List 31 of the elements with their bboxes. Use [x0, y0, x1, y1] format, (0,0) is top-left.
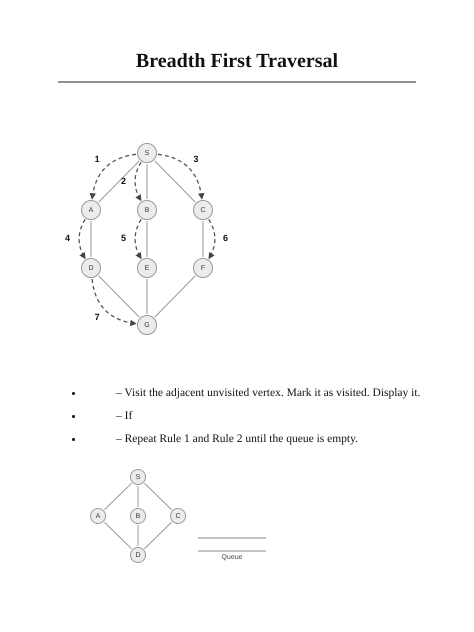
edge-label: 6: [223, 233, 228, 243]
title: Breadth First Traversal: [134, 50, 340, 73]
rule-text: – Visit the adjacent unvisited vertex. Mark it as visited. Display it.: [116, 387, 420, 399]
arrow: [134, 219, 142, 260]
arrow: [208, 219, 216, 260]
edge-line: [146, 278, 148, 314]
edge-line: [154, 275, 196, 318]
arrow: [78, 219, 86, 260]
edge-label: 7: [94, 312, 100, 322]
arrow: [90, 154, 136, 200]
arrow: [158, 154, 204, 200]
arrow: [91, 278, 137, 326]
rule-text: – Repeat Rule 1 and Rule 2 until the queue is empty.: [116, 433, 358, 445]
edge-line: [98, 160, 140, 203]
edge-line: [98, 275, 140, 318]
arrow: [134, 162, 142, 202]
edge-line: [144, 482, 172, 510]
edge-line: [154, 160, 196, 203]
edge-line: [90, 220, 92, 258]
edge-line: [202, 220, 204, 258]
edge-line: [104, 482, 132, 510]
edge-label: 1: [94, 154, 100, 164]
edge-line: [104, 522, 132, 550]
edge-line: [146, 164, 148, 200]
edge-label: 2: [121, 176, 126, 186]
edge-label: 3: [193, 154, 198, 164]
edge-line: [146, 220, 148, 258]
edge-label: 5: [121, 233, 126, 243]
edge-line: [144, 522, 172, 550]
edge-label: 4: [65, 233, 70, 243]
rule-text: – If: [116, 410, 132, 422]
